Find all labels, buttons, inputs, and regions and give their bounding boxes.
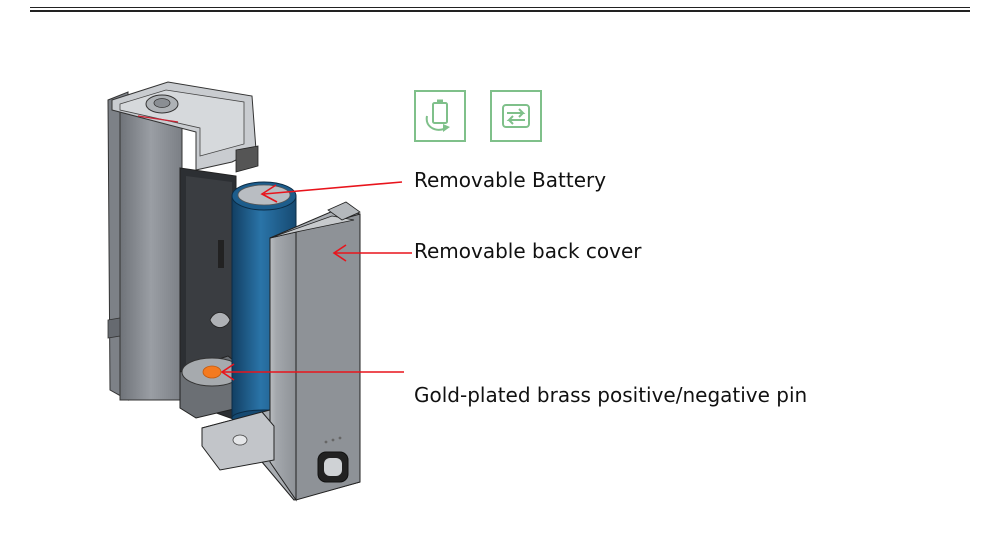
callout-label-pin: Gold-plated brass positive/negative pin xyxy=(414,383,808,407)
header-rule-thin xyxy=(30,7,970,8)
callout-arrow-pin xyxy=(220,363,404,381)
back-cover xyxy=(201,201,361,502)
callout-arrow-battery xyxy=(260,181,403,203)
replaceable-cover-icon xyxy=(490,90,542,142)
device-body xyxy=(107,91,183,401)
callout-arrow-back-cover xyxy=(332,244,412,262)
top-cap xyxy=(111,81,259,173)
battery-swap-icon xyxy=(414,90,466,142)
callout-label-battery: Removable Battery xyxy=(414,168,607,192)
callout-label-back-cover: Removable back cover xyxy=(414,239,642,263)
contact-pin xyxy=(202,365,222,379)
header-rule-thick xyxy=(30,10,970,12)
battery-compartment xyxy=(179,167,237,421)
